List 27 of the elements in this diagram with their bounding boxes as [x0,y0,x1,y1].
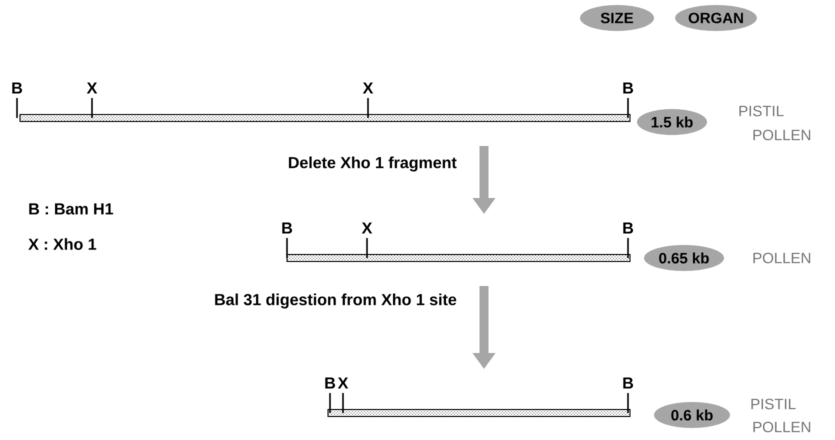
dna-fragment-bar [20,114,630,122]
size-oval: 0.6 kb [654,402,730,428]
dna-fragment-bar [328,409,630,417]
site-label: B [12,82,22,94]
edge-label: Bal 31 digestion from Xho 1 site [213,292,458,310]
site-label: B [623,378,634,388]
site-label: X [362,82,374,94]
site-label: B [282,222,292,234]
organ-label: PISTIL [739,106,784,116]
key-text: X : Xho 1 [28,238,96,250]
organ-label: POLLEN [753,130,810,140]
size-oval: 1.5 kb [637,109,707,135]
organ-label: PISTIL [751,398,796,410]
site-label: X [338,378,348,388]
key-text: B : Bam H1 [29,203,114,215]
size-oval: 0.65 kb [644,245,724,271]
size-oval: SIZE [580,5,654,31]
organ-label: POLLEN [753,252,810,264]
size-oval: ORGAN [675,5,757,31]
site-label: X [86,82,98,94]
dna-fragment-bar [286,254,630,262]
site-label: B [623,82,634,94]
edge-label: Delete Xho 1 fragment [286,156,458,172]
site-label: B [325,378,336,388]
site-label: X [362,222,372,234]
site-label: B [623,222,634,234]
organ-label: POLLEN [753,422,810,432]
